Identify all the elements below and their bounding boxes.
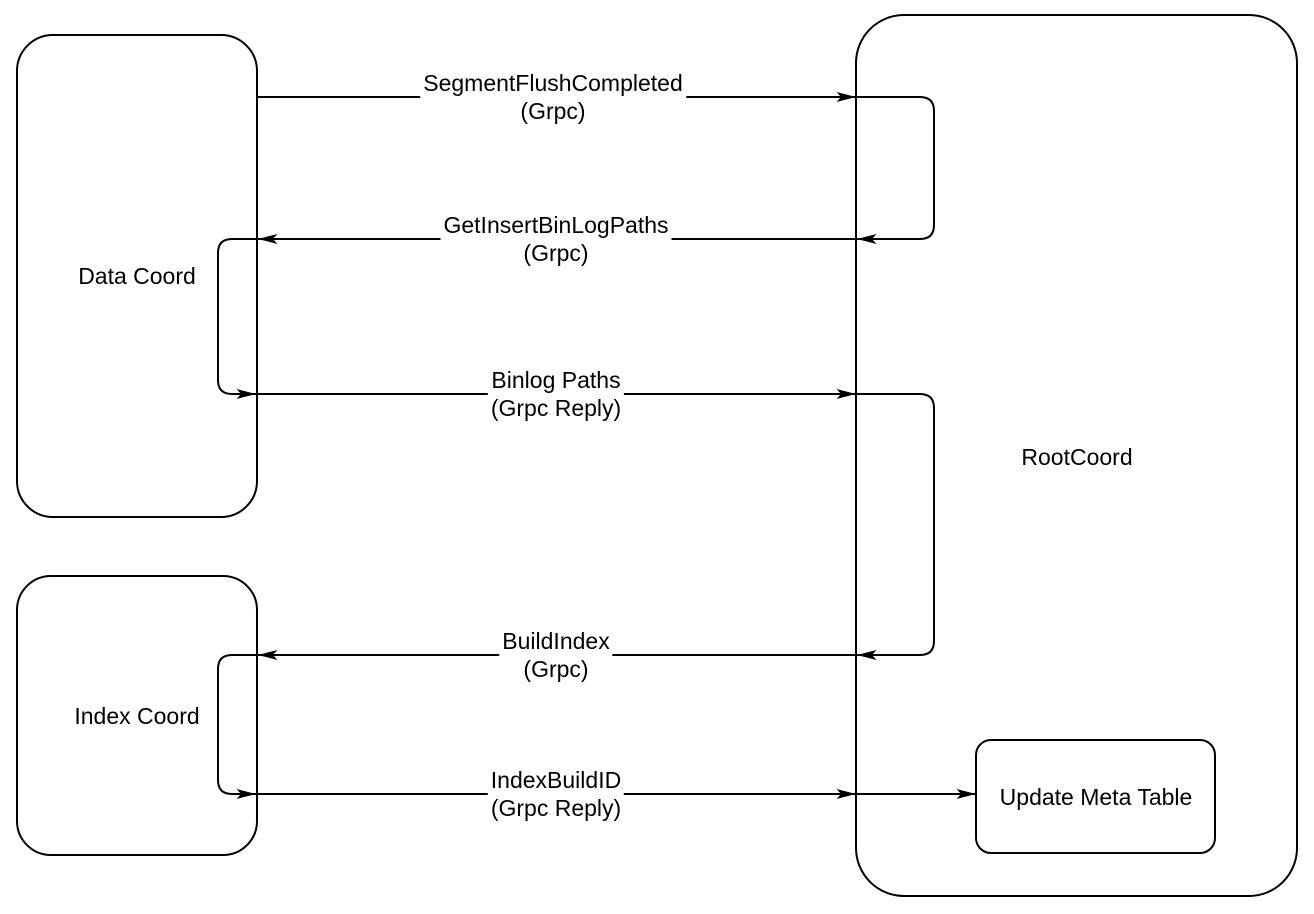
- edge-label-segmentflushcompleted: SegmentFlushCompleted (Grpc): [420, 69, 686, 125]
- edge-label-protocol: (Grpc Reply): [490, 395, 622, 421]
- edge-label-buildindex: BuildIndex (Grpc): [499, 627, 613, 683]
- edge-label-name: BuildIndex: [502, 628, 610, 654]
- edge-label-name: SegmentFlushCompleted: [423, 70, 683, 96]
- rootcoord-loop-middle: [856, 393, 935, 660]
- root-coord-box: [855, 14, 1298, 897]
- indexcoord-loop: [217, 654, 257, 799]
- index-coord-label: Index Coord: [74, 703, 200, 729]
- edge-label-protocol: (Grpc Reply): [490, 795, 622, 821]
- edge-label-getinsertbinlogpaths: GetInsertBinLogPaths (Grpc): [440, 211, 672, 267]
- root-coord-label: RootCoord: [1021, 444, 1133, 470]
- edge-label-protocol: (Grpc): [523, 656, 589, 682]
- update-meta-table-label: Update Meta Table: [999, 784, 1193, 810]
- edge-label-name: GetInsertBinLogPaths: [443, 212, 669, 238]
- index-coord-box: [16, 575, 258, 856]
- datacoord-loop: [217, 238, 257, 399]
- data-coord-box: [16, 34, 258, 518]
- edge-label-protocol: (Grpc): [520, 98, 586, 124]
- edge-label-name: Binlog Paths: [491, 367, 621, 393]
- edge-label-name: IndexBuildID: [490, 767, 622, 793]
- update-meta-table-box: [975, 739, 1216, 854]
- edge-label-binlogpaths: Binlog Paths (Grpc Reply): [487, 366, 625, 422]
- rootcoord-loop-top: [856, 96, 935, 244]
- data-coord-label: Data Coord: [78, 263, 196, 289]
- edge-label-protocol: (Grpc): [523, 240, 589, 266]
- edge-label-indexbuildid: IndexBuildID (Grpc Reply): [487, 766, 625, 822]
